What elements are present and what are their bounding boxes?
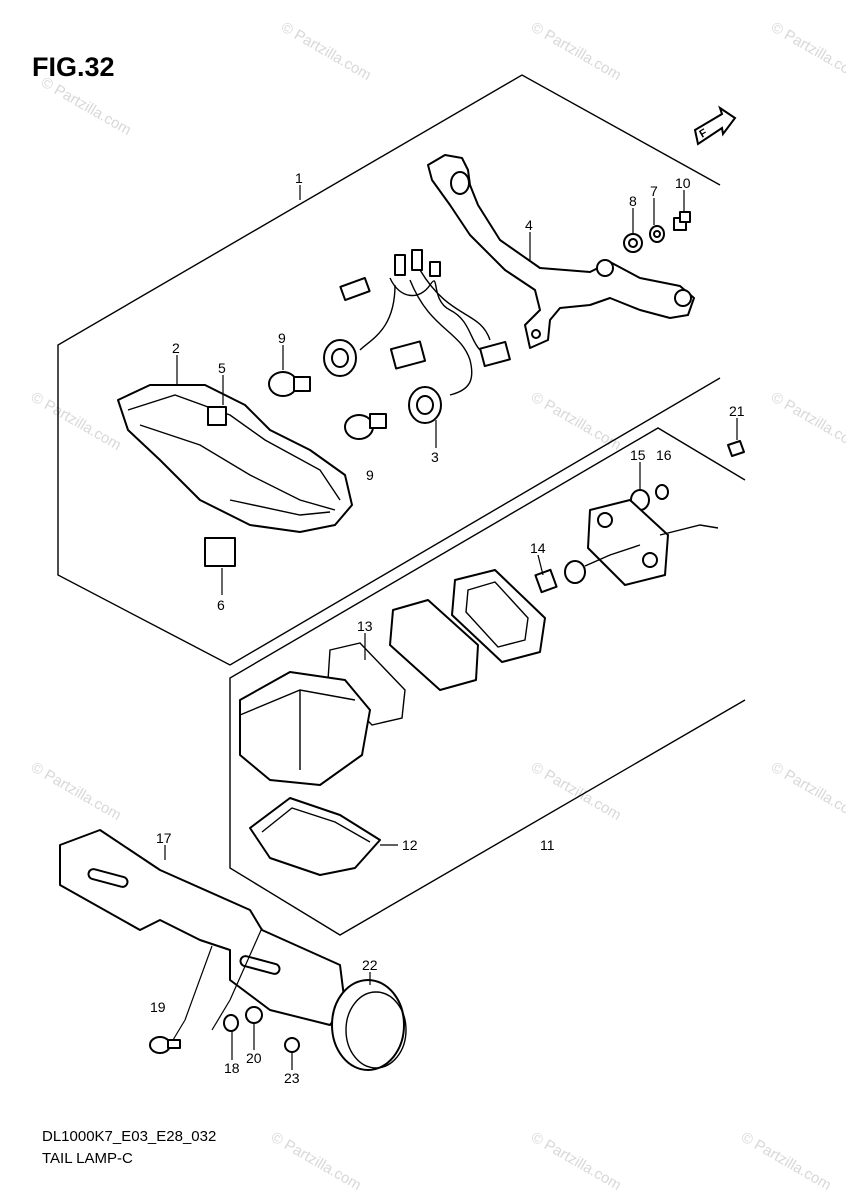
callout-13: 13 [357,618,373,634]
reflector [331,979,407,1071]
figure-code: DL1000K7_E03_E28_032 [42,1128,217,1145]
figure-caption: TAIL LAMP-C [42,1150,133,1167]
watermark: © Partzilla.com [38,74,134,139]
cushion [204,406,236,567]
assembly-outline-1 [57,74,721,666]
callout-5: 5 [218,360,226,376]
callout-20: 20 [246,1050,262,1066]
watermark-group: © Partzilla.com © Partzilla.com © Partzi… [28,19,846,1194]
collar [623,233,643,253]
license-lamp-gasket [451,569,546,663]
callout-16: 16 [656,447,672,463]
license-lamp-housing [239,671,371,786]
callout-22: 22 [362,957,378,973]
callout-18: 18 [224,1060,240,1076]
callout-7: 7 [650,183,658,199]
callout-11: 11 [540,837,555,853]
callout-9-lower: 9 [366,467,374,483]
watermark: © Partzilla.com [528,1129,624,1194]
leader-lines [164,185,738,1070]
watermark: © Partzilla.com [28,759,124,824]
callout-23: 23 [284,1070,300,1086]
callout-2: 2 [172,340,180,356]
callout-21: 21 [729,403,745,419]
screw [149,1036,181,1054]
callout-15: 15 [630,447,646,463]
watermark: © Partzilla.com [768,19,846,84]
nut-20 [245,1006,263,1024]
callout-17: 17 [156,830,172,846]
assembly-outline-11 [229,427,746,936]
tail-lamp-unit [117,384,353,533]
license-plate-bracket [59,829,346,1026]
watermark: © Partzilla.com [268,1129,364,1194]
license-lamp-bulb [534,544,641,594]
callout-3: 3 [431,449,439,465]
license-lamp-holder [389,599,479,691]
bulb-socket [323,339,442,424]
callout-14: 14 [530,540,546,556]
callout-labels: 1 2 3 4 5 6 7 8 9 9 10 11 12 13 14 15 16… [150,170,745,1086]
callout-9: 9 [278,330,286,346]
washer [649,225,665,243]
washer-18 [223,1014,239,1032]
bolt [673,211,691,231]
watermark: © Partzilla.com [278,19,374,84]
wiring-harness [339,249,511,396]
callout-8: 8 [629,193,637,209]
forward-arrow-icon: F [693,105,737,146]
watermark: © Partzilla.com [528,389,624,454]
watermark: © Partzilla.com [768,759,846,824]
callout-19: 19 [150,999,166,1015]
watermark: © Partzilla.com [738,1129,834,1194]
license-lamp-lens [249,797,381,876]
callout-1: 1 [295,170,303,186]
license-lamp-base [587,499,719,586]
callout-10: 10 [675,175,691,191]
callout-12: 12 [402,837,418,853]
figure-title: FIG.32 [32,52,115,82]
tail-lamp-bracket [427,154,695,349]
nut [727,440,745,457]
bulb [268,371,387,440]
callout-4: 4 [525,217,533,233]
watermark: © Partzilla.com [528,759,624,824]
nut-23 [284,1037,300,1053]
watermark: © Partzilla.com [28,389,124,454]
watermark: © Partzilla.com [528,19,624,84]
watermark: © Partzilla.com [768,389,846,454]
washer-16 [655,484,669,500]
callout-6: 6 [217,597,225,613]
